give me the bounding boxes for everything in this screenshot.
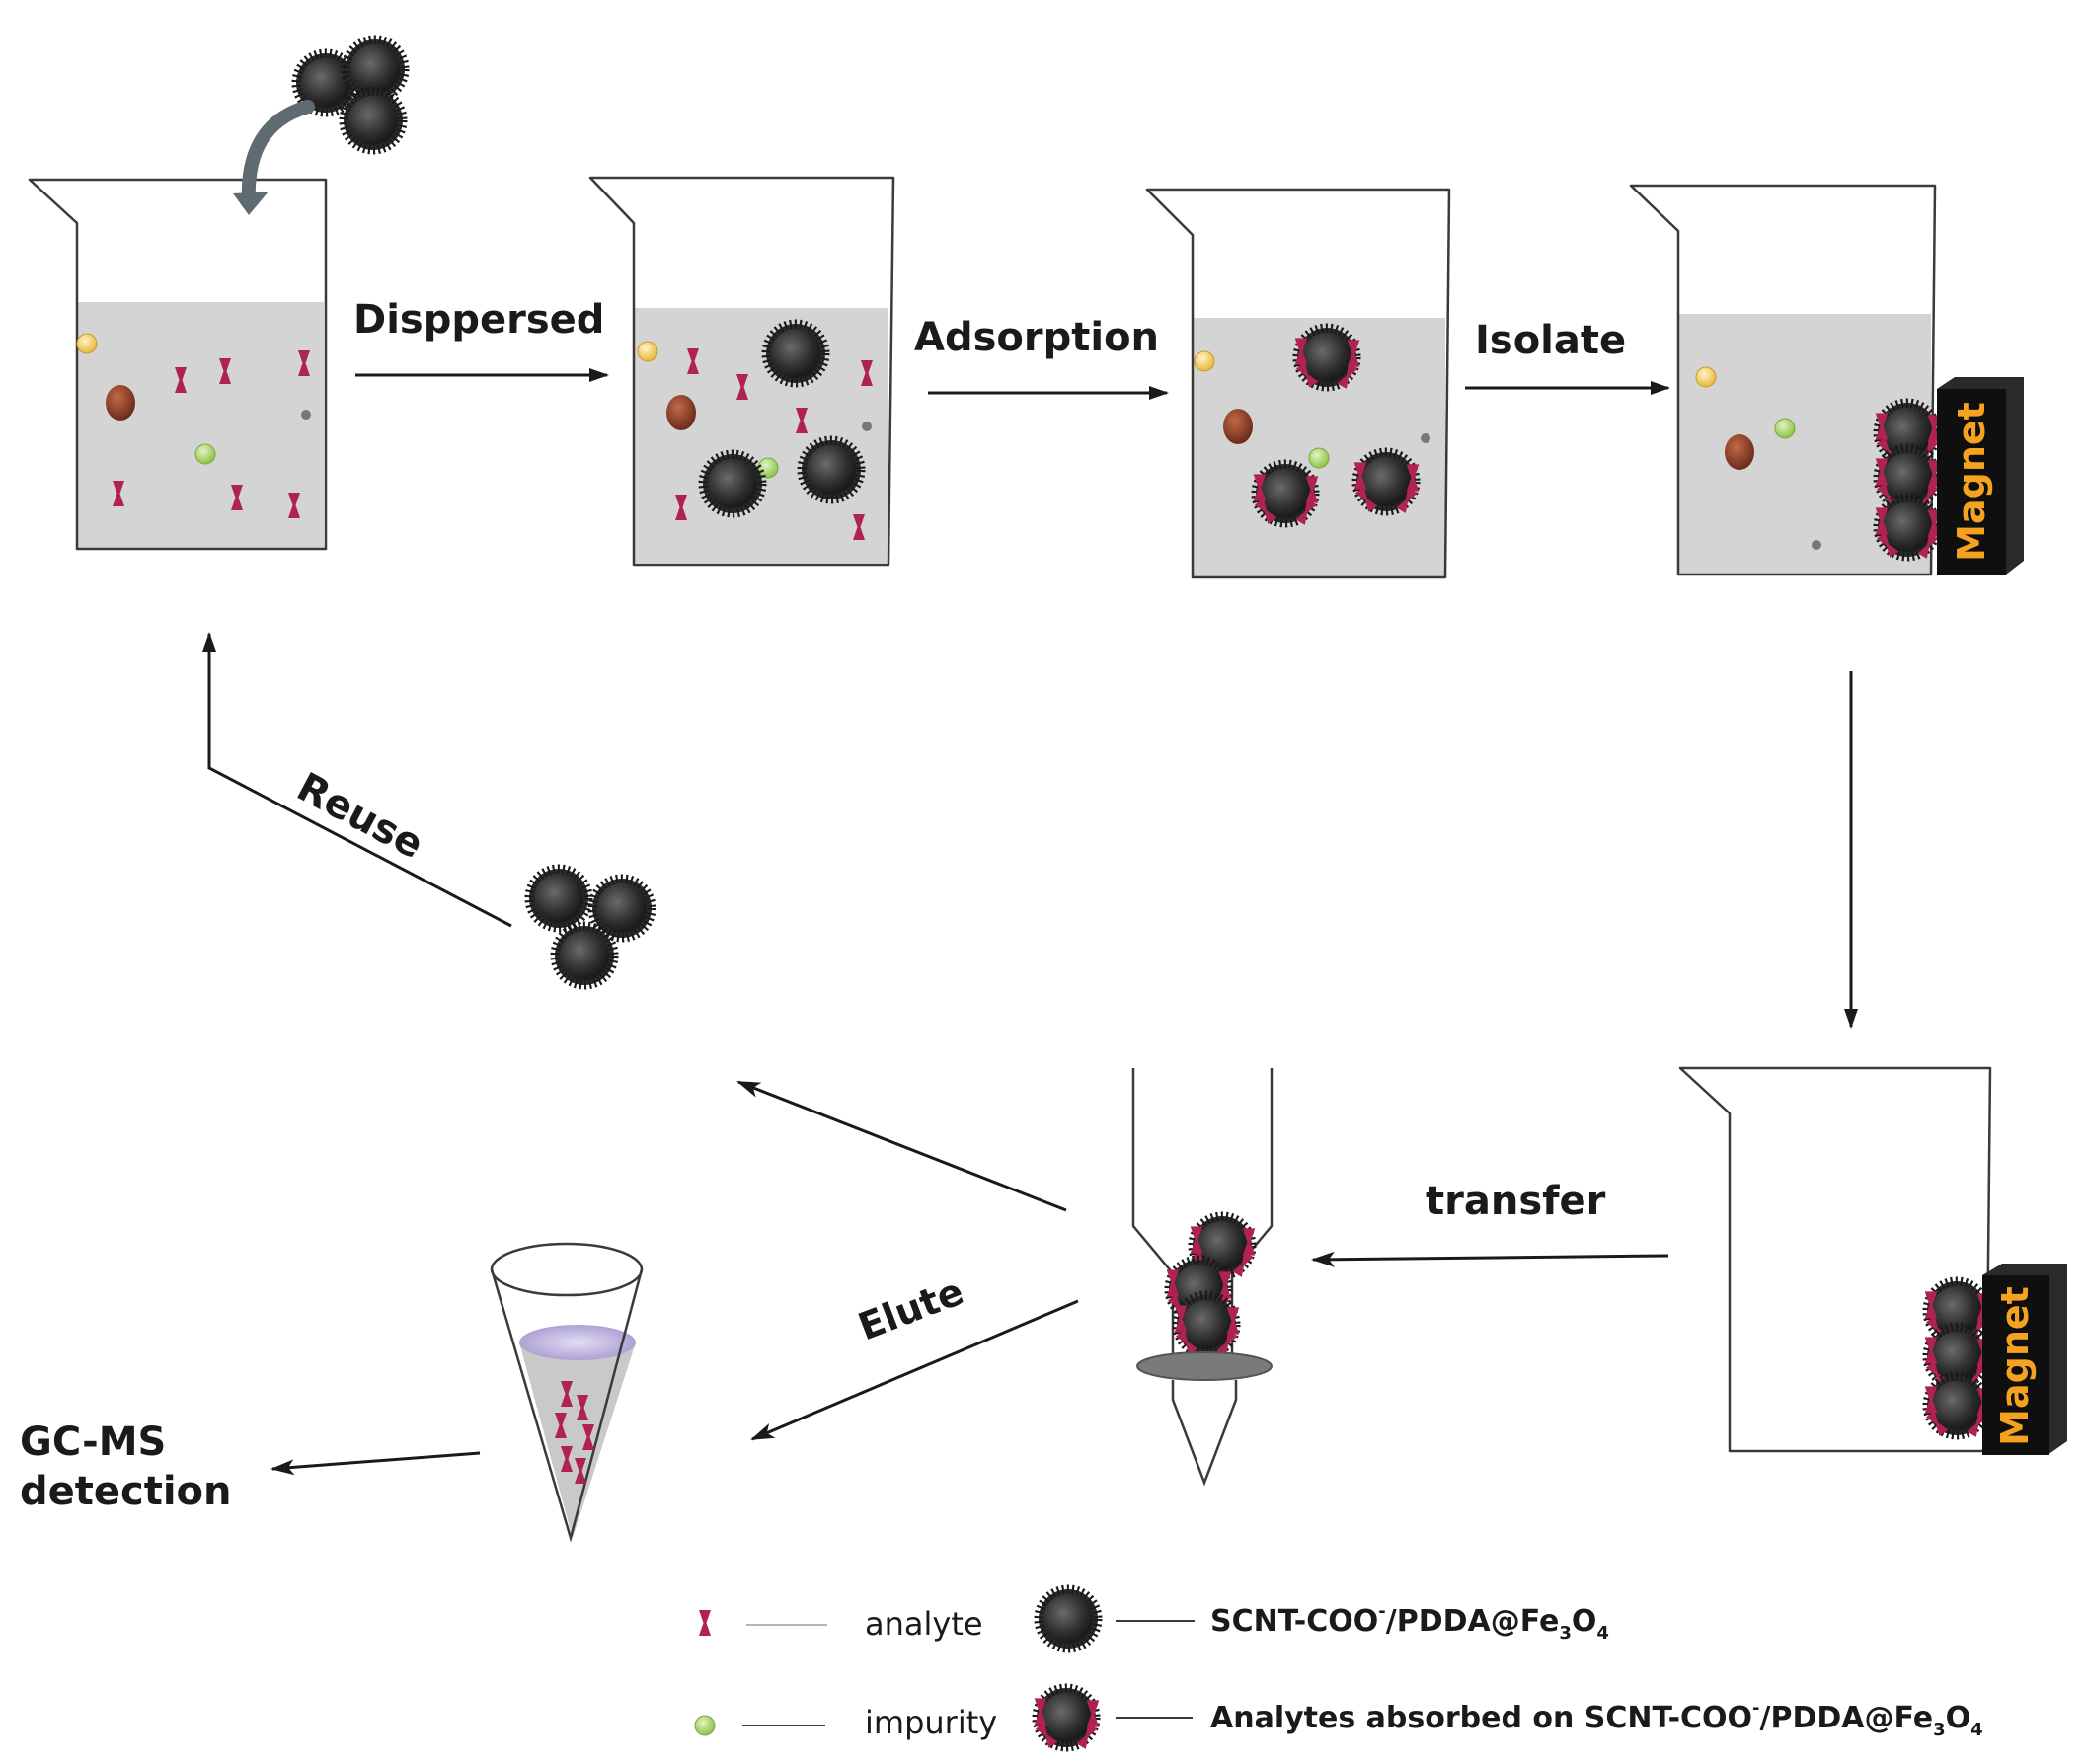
gcms-arrow <box>270 1451 481 1476</box>
legend-loaded-sorbent: Analytes absorbed on SCNT-COO-/PDDA@Fe3O… <box>1035 1688 1983 1749</box>
transfer-label: transfer <box>1426 1179 1606 1224</box>
spe-cartridge <box>1131 1068 1274 1487</box>
transfer-arrow <box>1311 1251 1669 1267</box>
svg-text:Magnet: Magnet <box>1993 1286 2037 1446</box>
legend-impurity: impurity <box>694 1704 997 1741</box>
recycle-arrow <box>736 1080 1067 1212</box>
svg-text:SCNT-COO-/PDDA@Fe3O4: SCNT-COO-/PDDA@Fe3O4 <box>1210 1601 1609 1644</box>
magnet-top: Magnet <box>1937 377 2024 575</box>
eluate-tube <box>490 1242 644 1543</box>
reuse-particles <box>529 869 652 985</box>
reuse-label: Reuse <box>289 764 430 868</box>
legend-sorbent: SCNT-COO-/PDDA@Fe3O4 <box>1039 1589 1609 1649</box>
reuse-arrow <box>202 632 512 928</box>
elute-arrow <box>750 1299 1079 1441</box>
svg-text:Magnet: Magnet <box>1950 402 1993 562</box>
beaker-5 <box>1678 1066 1992 1453</box>
svg-text:Analytes absorbed on SCNT-COO-: Analytes absorbed on SCNT-COO-/PDDA@Fe3O… <box>1210 1698 1983 1740</box>
isolate-label: Isolate <box>1475 318 1626 363</box>
added-sorbent-particles <box>233 39 405 215</box>
elute-label: Elute <box>852 1269 968 1348</box>
gcms-label-line1: GC-MS <box>20 1419 166 1465</box>
beaker-2 <box>588 176 895 567</box>
magnet-bottom: Magnet <box>1982 1264 2067 1455</box>
legend: analyte SCNT-COO-/PDDA@Fe3O4 impurity An… <box>694 1589 1983 1749</box>
beaker-3 <box>1145 188 1451 579</box>
svg-text:analyte: analyte <box>865 1605 983 1643</box>
dispersed-label: Disppersed <box>353 297 604 343</box>
legend-analyte: analyte <box>699 1605 983 1643</box>
adsorption-label: Adsorption <box>914 315 1159 360</box>
gcms-label-line2: detection <box>20 1469 232 1514</box>
beaker-4 <box>1629 184 1940 576</box>
beaker-1 <box>28 178 328 551</box>
svg-text:impurity: impurity <box>865 1704 997 1741</box>
